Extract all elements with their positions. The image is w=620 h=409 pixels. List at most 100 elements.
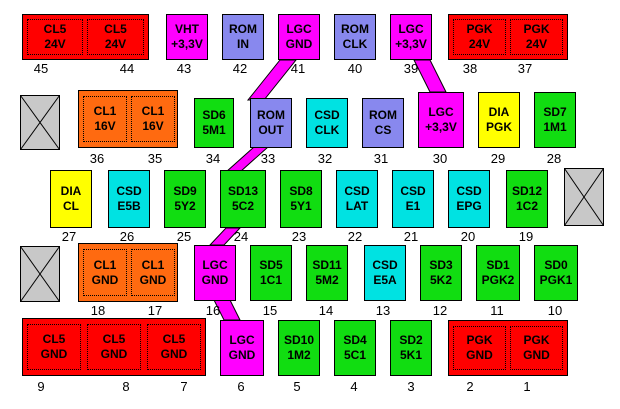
connector-1: PGK GND: [510, 326, 563, 370]
connector-20: CSD EPG: [448, 170, 490, 228]
connector-34: SD6 5M1: [194, 98, 234, 148]
connector-45: CL5 24V: [27, 19, 83, 55]
connector-28: SD7 1M1: [534, 92, 576, 148]
connector-21: CSD E1: [392, 170, 434, 228]
empty-slot-left-lower: [20, 246, 60, 302]
pin-number-36: 36: [89, 151, 105, 166]
cl1-16v-group: CL1 16V CL1 16V: [78, 90, 178, 148]
cl5-24v-group: CL5 24V CL5 24V: [22, 14, 149, 60]
connector-27: DIA CL: [50, 170, 92, 228]
pin-number-22: 22: [347, 229, 363, 244]
connector-19: SD12 1C2: [506, 170, 548, 228]
connector-7: CL5 GND: [147, 324, 201, 370]
pin-number-16: 16: [205, 303, 221, 318]
connector-12: SD3 5K2: [420, 245, 462, 301]
pin-number-32: 32: [317, 151, 333, 166]
connector-3: SD2 5K1: [390, 320, 432, 376]
connector-40: ROM CLK: [334, 14, 376, 60]
pin-number-5: 5: [293, 379, 301, 394]
connector-37: PGK 24V: [510, 19, 563, 55]
pin-number-23: 23: [291, 229, 307, 244]
pin-number-35: 35: [147, 151, 163, 166]
connector-22: CSD LAT: [336, 170, 378, 228]
connector-36: CL1 16V: [83, 96, 127, 142]
pin-number-24: 24: [233, 229, 249, 244]
pin-number-42: 42: [232, 61, 248, 76]
connector-2: PGK GND: [453, 326, 506, 370]
connector-31: ROM CS: [362, 98, 404, 148]
pin-number-31: 31: [373, 151, 389, 166]
connector-41: LGC GND: [278, 14, 320, 60]
pin-number-3: 3: [407, 379, 415, 394]
connector-18: CL1 GND: [83, 249, 127, 296]
connector-29: DIA PGK: [478, 92, 520, 148]
connector-5: SD10 1M2: [278, 320, 320, 376]
connector-17: CL1 GND: [131, 249, 175, 296]
connector-4: SD4 5C1: [334, 320, 376, 376]
connector-16: LGC GND: [194, 245, 236, 301]
connector-15: SD5 1C1: [250, 245, 292, 301]
connector-35: CL1 16V: [131, 96, 175, 142]
connector-39: LGC +3,3V: [390, 14, 432, 60]
connector-25: SD9 5Y2: [164, 170, 206, 228]
connector-24: SD13 5C2: [220, 170, 266, 228]
cl1-gnd-group: CL1 GND CL1 GND: [78, 243, 178, 302]
connector-10: SD0 PGK1: [534, 245, 578, 301]
connector-42: ROM IN: [222, 14, 264, 60]
pin-number-21: 21: [403, 229, 419, 244]
connector-26: CSD E5B: [108, 170, 150, 228]
connector-11: SD1 PGK2: [476, 245, 520, 301]
pin-number-43: 43: [176, 61, 192, 76]
connector-6: LGC GND: [220, 320, 264, 376]
pin-number-39: 39: [403, 61, 419, 76]
pin-number-34: 34: [205, 151, 221, 166]
connector-44: CL5 24V: [87, 19, 144, 55]
pin-number-2: 2: [466, 379, 474, 394]
pin-number-15: 15: [262, 303, 278, 318]
connector-32: CSD CLK: [306, 98, 348, 148]
connector-14: SD11 5M2: [306, 245, 348, 301]
connector-8: CL5 GND: [87, 324, 141, 370]
pin-number-9: 9: [37, 379, 45, 394]
pin-number-25: 25: [176, 229, 192, 244]
empty-slot-left-upper: [20, 95, 60, 150]
connector-30: LGC +3,3V: [418, 92, 464, 148]
cl5-gnd-group: CL5 GND CL5 GND CL5 GND: [22, 318, 206, 376]
pin-number-28: 28: [546, 151, 562, 166]
connector-33: ROM OUT: [250, 98, 292, 148]
pin-number-29: 29: [490, 151, 506, 166]
pin-number-18: 18: [90, 303, 106, 318]
empty-slot-right: [564, 168, 604, 226]
pin-number-11: 11: [490, 303, 504, 318]
connector-38: PGK 24V: [453, 19, 506, 55]
pin-number-13: 13: [375, 303, 391, 318]
pin-number-19: 19: [518, 229, 534, 244]
pin-number-26: 26: [119, 229, 135, 244]
connector-13: CSD E5A: [364, 245, 406, 301]
pin-number-45: 45: [33, 61, 49, 76]
pin-number-17: 17: [147, 303, 163, 318]
pgk-gnd-group: PGK GND PGK GND: [448, 320, 568, 376]
pgk-24v-group: PGK 24V PGK 24V: [448, 14, 568, 60]
pin-number-40: 40: [347, 61, 363, 76]
pin-number-12: 12: [432, 303, 448, 318]
connector-43: VHT +3,3V: [166, 14, 208, 60]
pin-number-20: 20: [460, 229, 476, 244]
connector-9: CL5 GND: [27, 324, 81, 370]
pin-number-27: 27: [61, 229, 77, 244]
pin-number-14: 14: [318, 303, 334, 318]
pin-number-30: 30: [432, 151, 448, 166]
pin-number-6: 6: [237, 379, 245, 394]
pin-number-44: 44: [119, 61, 135, 76]
pin-number-1: 1: [523, 379, 531, 394]
pin-number-41: 41: [290, 61, 306, 76]
pin-number-33: 33: [260, 151, 276, 166]
pin-number-7: 7: [180, 379, 188, 394]
pin-number-4: 4: [350, 379, 358, 394]
connector-23: SD8 5Y1: [280, 170, 322, 228]
pin-number-10: 10: [547, 303, 563, 318]
pin-number-8: 8: [122, 379, 130, 394]
pin-number-38: 38: [462, 61, 478, 76]
